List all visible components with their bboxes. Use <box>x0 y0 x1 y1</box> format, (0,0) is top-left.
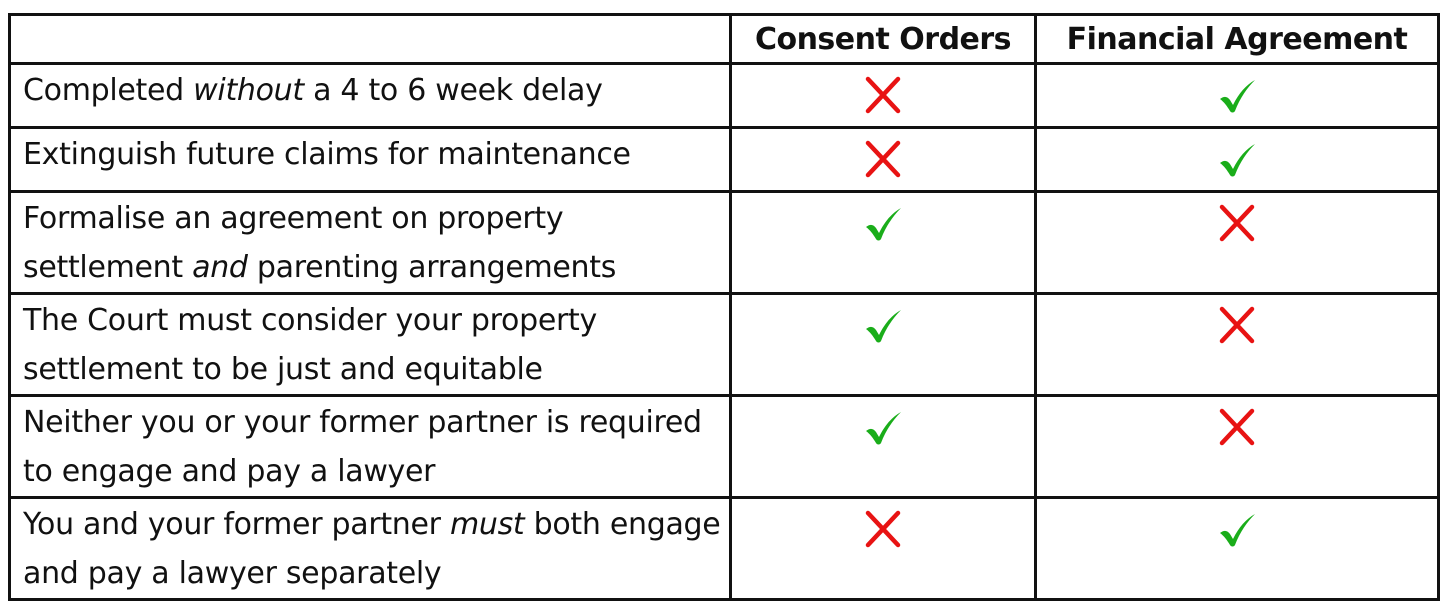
label-post: parenting arrangements <box>247 250 617 285</box>
table-row-5: Neither you or your former partner is re… <box>8 394 1440 499</box>
table-row-2: Extinguish future claims for maintenance <box>8 126 1440 193</box>
financial-agreement-cell <box>1034 292 1440 397</box>
label-pre: Completed <box>23 73 194 108</box>
label-post: both engage and pay a lawyer separately <box>23 507 721 591</box>
financial-agreement-cell <box>1034 190 1440 295</box>
cross-icon <box>863 139 903 179</box>
consent-orders-cell <box>729 496 1037 601</box>
table-row-4: The Court must consider your property se… <box>8 292 1440 397</box>
label-pre: The Court must consider your property se… <box>23 303 597 387</box>
label-pre: You and your former partner <box>23 507 450 542</box>
consent-orders-cell <box>729 126 1037 193</box>
row-label: Completed without a 4 to 6 week delay <box>8 62 732 129</box>
header-empty <box>8 13 732 65</box>
consent-orders-cell <box>729 62 1037 129</box>
table-row-1: Completed without a 4 to 6 week delay <box>8 62 1440 129</box>
label-pre: Neither you or your former partner is re… <box>23 405 702 489</box>
header-financial-agreement: Financial Agreement <box>1034 13 1440 65</box>
label-emphasis: and <box>192 250 248 285</box>
header-consent-orders: Consent Orders <box>729 13 1037 65</box>
table-row-6: You and your former partner must both en… <box>8 496 1440 601</box>
financial-agreement-cell <box>1034 62 1440 129</box>
financial-agreement-cell <box>1034 496 1440 601</box>
label-pre: Extinguish future claims for maintenance <box>23 137 631 172</box>
row-label: Extinguish future claims for maintenance <box>8 126 732 193</box>
cross-icon <box>1217 407 1257 447</box>
cross-icon <box>863 509 903 549</box>
label-emphasis: must <box>449 507 525 542</box>
check-icon <box>863 305 903 345</box>
check-icon <box>1217 139 1257 179</box>
table-row-3: Formalise an agreement on property settl… <box>8 190 1440 295</box>
consent-orders-cell <box>729 394 1037 499</box>
cross-icon <box>1217 305 1257 345</box>
consent-orders-cell <box>729 292 1037 397</box>
financial-agreement-cell <box>1034 394 1440 499</box>
row-label: The Court must consider your property se… <box>8 292 732 397</box>
header-row: Consent Orders Financial Agreement <box>8 13 1440 65</box>
row-label: You and your former partner must both en… <box>8 496 732 601</box>
row-label: Neither you or your former partner is re… <box>8 394 732 499</box>
label-emphasis: without <box>193 73 304 108</box>
check-icon <box>863 203 903 243</box>
row-label: Formalise an agreement on property settl… <box>8 190 732 295</box>
check-icon <box>863 407 903 447</box>
label-pre: Formalise an agreement on property settl… <box>23 201 564 285</box>
check-icon <box>1217 509 1257 549</box>
cross-icon <box>1217 203 1257 243</box>
label-post: a 4 to 6 week delay <box>303 73 603 108</box>
cross-icon <box>863 75 903 115</box>
comparison-table: Consent Orders Financial Agreement Compl… <box>8 13 1440 601</box>
consent-orders-cell <box>729 190 1037 295</box>
check-icon <box>1217 75 1257 115</box>
financial-agreement-cell <box>1034 126 1440 193</box>
